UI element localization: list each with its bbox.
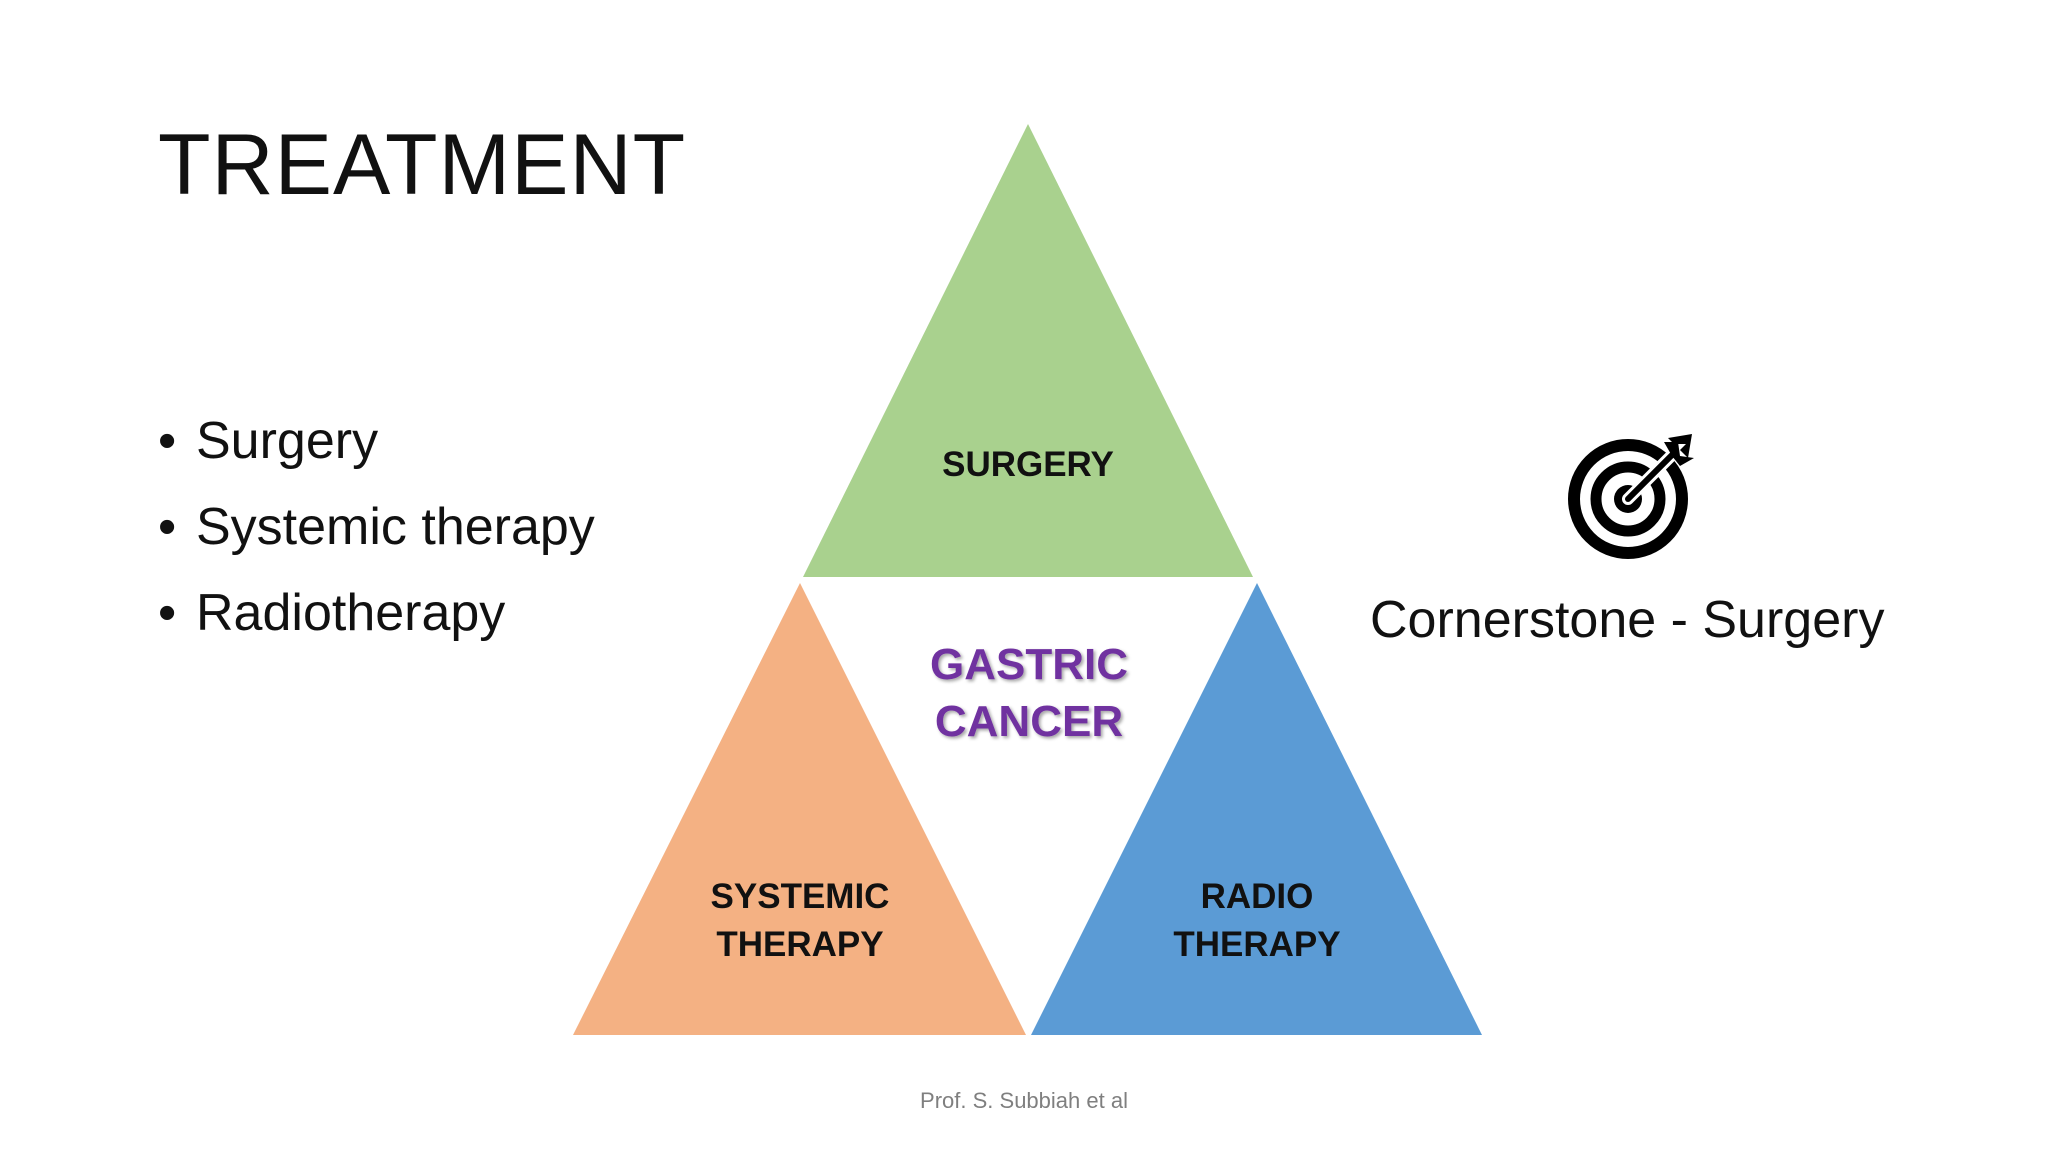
radiotherapy-triangle	[1031, 583, 1482, 1035]
slide-title: TREATMENT	[158, 117, 687, 213]
footer-credit: Prof. S. Subbiah et al	[920, 1088, 1128, 1113]
surgery-triangle	[803, 124, 1253, 577]
bullet-text: Systemic therapy	[196, 498, 595, 556]
target-with-arrow-icon	[1568, 434, 1694, 559]
surgery-label: SURGERY	[942, 445, 1114, 484]
systemic-therapy-label-line2: THERAPY	[716, 925, 883, 964]
radiotherapy-label-line2: THERAPY	[1173, 925, 1340, 964]
bullet-marker: •	[158, 412, 177, 470]
gastric-cancer-label-line2: CANCER	[935, 697, 1123, 746]
bullet-text: Surgery	[196, 412, 379, 470]
bullet-item: • Surgery	[158, 398, 595, 484]
radiotherapy-label-line1: RADIO	[1201, 877, 1314, 916]
systemic-therapy-label-line1: SYSTEMIC	[711, 877, 890, 916]
bullet-item: • Radiotherapy	[158, 570, 595, 656]
gastric-cancer-label-line1: GASTRIC	[930, 640, 1128, 689]
bullet-marker: •	[158, 498, 177, 556]
bullet-list: • Surgery • Systemic therapy • Radiotherapy	[158, 398, 595, 656]
systemic-therapy-triangle	[573, 583, 1026, 1035]
cornerstone-text: Cornerstone - Surgery	[1370, 591, 1885, 649]
bullet-item: • Systemic therapy	[158, 484, 595, 570]
bullet-text: Radiotherapy	[196, 584, 506, 642]
bullet-marker: •	[158, 584, 177, 642]
